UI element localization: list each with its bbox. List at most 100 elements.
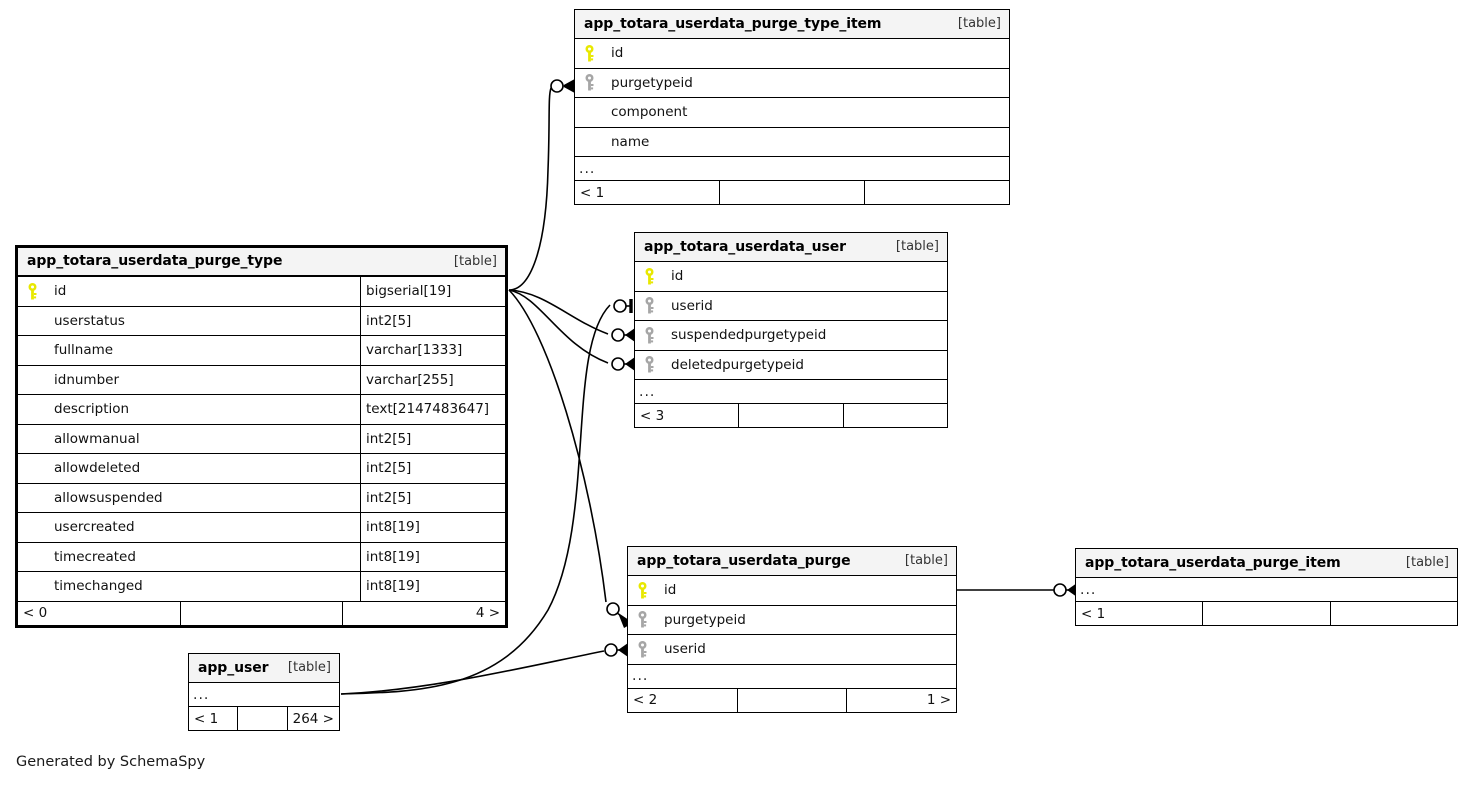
- column-row[interactable]: usercreated int8[19]: [18, 513, 505, 543]
- footer-cell: < 1: [580, 184, 605, 201]
- table-header-purge_type: app_totara_userdata_purge_type [table]: [18, 248, 505, 277]
- marker-zero-many-user-suspended: [611, 328, 636, 342]
- column-name: userid: [664, 641, 706, 658]
- column-name: purgetypeid: [664, 611, 746, 628]
- table-title: app_totara_userdata_purge: [637, 552, 851, 569]
- no-key-spacer: [18, 366, 44, 395]
- foreign-key-icon: [635, 292, 661, 321]
- column-row[interactable]: userid: [628, 635, 956, 665]
- column-row[interactable]: purgetypeid: [575, 69, 1009, 98]
- edge-purgetype-to-user-deleted: [508, 289, 609, 364]
- footer-cell: [842, 404, 947, 427]
- more-columns-indicator: ...: [575, 157, 1009, 181]
- column-row[interactable]: deletedpurgetypeid: [635, 351, 947, 380]
- column-name: allowdeleted: [54, 460, 141, 477]
- column-type: int8[19]: [360, 513, 505, 542]
- footer-cell: < 2: [633, 692, 658, 708]
- table-footer: < 1: [575, 181, 1009, 204]
- column-name: allowmanual: [54, 430, 140, 447]
- column-name: usercreated: [54, 519, 135, 536]
- column-type: varchar[255]: [360, 365, 505, 394]
- column-row[interactable]: component: [575, 98, 1009, 128]
- footer-cell: 4 >: [342, 601, 505, 625]
- no-key-spacer: [18, 307, 44, 336]
- footer-cell: < 3: [640, 407, 665, 424]
- column-name: component: [611, 104, 688, 121]
- column-type: text[2147483647]: [360, 395, 505, 424]
- table-title: app_user: [198, 659, 269, 676]
- column-row[interactable]: allowmanual int2[5]: [18, 424, 505, 454]
- more-columns-indicator: ...: [1076, 578, 1457, 602]
- table-purge_type[interactable]: app_totara_userdata_purge_type [table] id b…: [15, 245, 508, 628]
- footer-cell: < 0: [23, 605, 48, 621]
- no-key-spacer: [18, 513, 44, 542]
- table-footer: < 0 4 >: [18, 601, 505, 625]
- column-row[interactable]: id: [635, 262, 947, 292]
- column-name: timechanged: [54, 578, 143, 595]
- table-title: app_totara_userdata_purge_type_item: [584, 15, 882, 32]
- footer-cell: < 1: [1081, 605, 1106, 622]
- footer-cell: < 1: [194, 710, 219, 727]
- column-name: allowsuspended: [54, 489, 163, 506]
- table-purge_item[interactable]: app_totara_userdata_purge_item[table]...…: [1075, 548, 1458, 626]
- column-type: bigserial[19]: [360, 277, 505, 306]
- footer-cell: [864, 181, 1009, 204]
- marker-zero-many-user-deleted: [611, 357, 636, 371]
- table-type-tag: [table]: [453, 253, 497, 269]
- foreign-key-icon: [628, 635, 654, 664]
- column-row[interactable]: suspendedpurgetypeid: [635, 321, 947, 351]
- table-type-tag: [table]: [904, 553, 948, 568]
- table-userdata_user[interactable]: app_totara_userdata_user [table] id userid s…: [634, 232, 948, 428]
- table-type-tag: [table]: [895, 239, 939, 254]
- table-title: app_totara_userdata_purge_type: [27, 253, 283, 269]
- column-type: int8[19]: [360, 572, 505, 601]
- column-name: id: [671, 268, 684, 285]
- column-row[interactable]: purgetypeid: [628, 606, 956, 635]
- table-header-app_user: app_user [table]: [189, 654, 339, 683]
- column-row[interactable]: id bigserial[19]: [18, 277, 505, 307]
- more-columns-indicator: ...: [628, 665, 956, 689]
- table-type-tag: [table]: [287, 660, 331, 675]
- marker-zero-many-purgetypeitem: [550, 79, 576, 93]
- footer-cell: [179, 601, 343, 625]
- foreign-key-icon: [575, 69, 601, 98]
- no-key-spacer: [18, 425, 44, 454]
- table-title: app_totara_userdata_user: [644, 238, 846, 255]
- primary-key-icon: [575, 39, 601, 68]
- column-row[interactable]: userid: [635, 292, 947, 321]
- table-purge_type_item[interactable]: app_totara_userdata_purge_type_item[tabl…: [574, 9, 1010, 205]
- column-name: id: [54, 283, 67, 300]
- column-row[interactable]: name: [575, 128, 1009, 157]
- edge-purgetype-to-purge-purgetypeid: [508, 289, 607, 603]
- no-key-spacer: [18, 572, 44, 601]
- primary-key-icon: [635, 262, 661, 291]
- footer-cell: [719, 181, 864, 204]
- footer-cell: [1202, 602, 1329, 625]
- footer-cell: [738, 404, 842, 427]
- table-footer: < 3: [635, 404, 947, 427]
- table-userdata_purge[interactable]: app_totara_userdata_purge [table] id purget…: [627, 546, 957, 713]
- column-type: int2[5]: [360, 424, 505, 453]
- column-name: id: [611, 45, 624, 62]
- column-row[interactable]: timechanged int8[19]: [18, 572, 505, 602]
- column-row[interactable]: id: [575, 39, 1009, 69]
- column-name: suspendedpurgetypeid: [671, 327, 827, 344]
- edge-purgetype-to-purgetypeitem: [508, 87, 552, 291]
- column-name: fullname: [54, 342, 114, 359]
- column-row[interactable]: id: [628, 576, 956, 606]
- table-footer: < 1: [1076, 602, 1457, 625]
- column-name: userstatus: [54, 312, 125, 329]
- more-columns-indicator: ...: [189, 683, 339, 707]
- marker-zero-many-purge-userid: [604, 643, 629, 657]
- foreign-key-icon: [628, 606, 654, 635]
